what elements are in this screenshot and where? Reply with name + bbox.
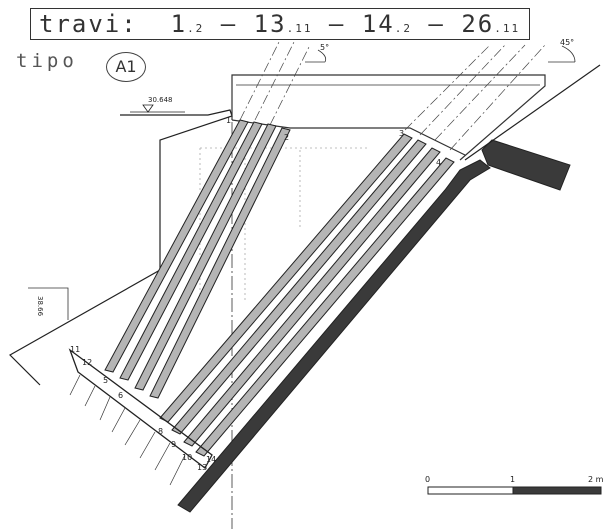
beam <box>134 123 277 391</box>
point-label: 13 <box>197 463 207 472</box>
beam <box>149 127 291 399</box>
elevation-marker-top: 30.648 <box>130 96 185 113</box>
beam <box>195 157 455 457</box>
beam <box>104 119 249 373</box>
beams-left-group <box>104 119 291 399</box>
angle-mark-small: 5° <box>305 43 329 63</box>
top-guide <box>231 74 546 161</box>
beam <box>183 147 441 447</box>
title-part-2: 13.11 <box>253 10 313 38</box>
slab-outline <box>9 109 233 386</box>
scale-label: 2 m <box>588 475 604 484</box>
point-label: 5 <box>103 376 108 385</box>
svg-text:5°: 5° <box>320 43 329 52</box>
svg-text:45°: 45° <box>560 38 574 47</box>
beam <box>171 139 427 435</box>
elevation-marker-left: 38.66 <box>28 287 69 320</box>
point-label: 11 <box>70 345 80 354</box>
edge-line-right <box>464 64 601 161</box>
base-plate <box>68 348 213 469</box>
tipo-code-circle: A1 <box>106 52 146 82</box>
angle-mark-large: 45° <box>548 38 576 63</box>
wall-top-block <box>481 139 571 191</box>
beam <box>119 121 263 381</box>
point-label: 12 <box>82 358 92 367</box>
point-label: 9 <box>171 440 176 449</box>
scale-label: 0 <box>425 475 430 484</box>
point-label: 10 <box>182 453 192 462</box>
point-label: 6 <box>118 391 123 400</box>
title-part-1: 1.2 <box>170 10 205 38</box>
base-hatching <box>69 374 186 486</box>
svg-text:30.648: 30.648 <box>148 96 173 104</box>
point-label: 2 <box>284 133 289 142</box>
point-label: 4 <box>436 158 441 167</box>
point-labels: 1 2 3 4 5 6 8 9 10 11 12 13 14 <box>70 116 441 472</box>
retaining-wall <box>177 159 491 513</box>
title-part-4: 26.11 <box>461 10 521 38</box>
point-label: 8 <box>158 427 163 436</box>
title-prefix: travi: <box>39 10 138 38</box>
scale-bar: 0 1 2 m <box>425 475 604 495</box>
svg-text:38.66: 38.66 <box>36 296 44 317</box>
point-label: 14 <box>206 455 216 464</box>
reference-grid <box>199 147 370 300</box>
scale-label: 1 <box>510 475 515 484</box>
beams-right-group <box>159 133 455 457</box>
point-label: 3 <box>399 129 404 138</box>
extension-lines <box>239 39 546 151</box>
title-part-3: 14.2 <box>361 10 412 38</box>
point-label: 1 <box>226 116 231 125</box>
tipo-label: tipo <box>16 50 78 72</box>
title-box: travi: 1.2 – 13.11 – 14.2 – 26.11 <box>30 8 530 40</box>
title-text: travi: 1.2 – 13.11 – 14.2 – 26.11 <box>39 10 521 38</box>
